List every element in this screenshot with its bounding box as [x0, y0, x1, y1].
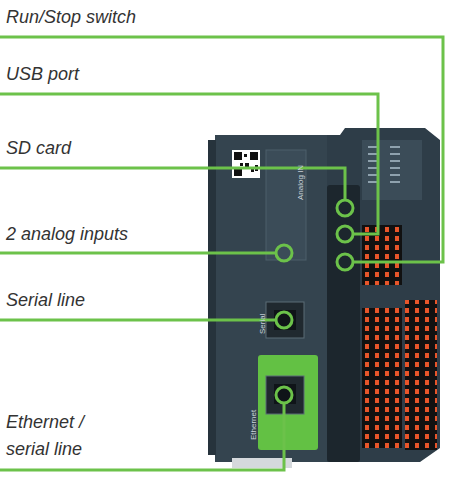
- callout-circle: [337, 200, 353, 216]
- leader-line: [0, 168, 345, 200]
- port-strip: [327, 185, 360, 462]
- leader-line: [0, 403, 284, 470]
- callout-circle: [337, 226, 353, 242]
- qr-code-dots: [234, 152, 258, 176]
- leader-line: [0, 252, 276, 255]
- leader-lines: [0, 37, 443, 470]
- terminal-block: [405, 300, 437, 450]
- terminal-block: [362, 308, 402, 448]
- qr-code: [232, 150, 260, 178]
- status-leds: [368, 146, 400, 183]
- callout-label: Ethernet / serial line: [6, 409, 106, 463]
- device-marking: Ethernet: [249, 410, 258, 440]
- leader-line: [0, 94, 378, 234]
- callout-circle: [337, 254, 353, 270]
- cpu-left-panel: [215, 135, 327, 462]
- callout-label: 2 analog inputs: [6, 221, 128, 248]
- callout-label: SD card: [6, 135, 71, 162]
- callout-circles: [276, 200, 353, 403]
- led-panel: [362, 140, 422, 200]
- device-marking: Serial: [258, 314, 267, 334]
- callout-label: Run/Stop switch: [6, 4, 136, 31]
- leader-line: [0, 319, 276, 322]
- callout-label: Serial line: [6, 287, 85, 314]
- device-marking: Analog IN: [296, 165, 305, 200]
- callout-circle: [276, 312, 292, 328]
- ethernet-port-socket: [274, 384, 296, 404]
- callout-label: USB port: [6, 61, 79, 88]
- callout-circle: [276, 387, 292, 403]
- callout-circle: [276, 245, 292, 261]
- ethernet-highlight: [258, 355, 318, 450]
- side-edge: [208, 140, 216, 455]
- serial-port-socket: [274, 310, 296, 330]
- plc-body: [215, 128, 440, 462]
- leader-line: [0, 37, 443, 262]
